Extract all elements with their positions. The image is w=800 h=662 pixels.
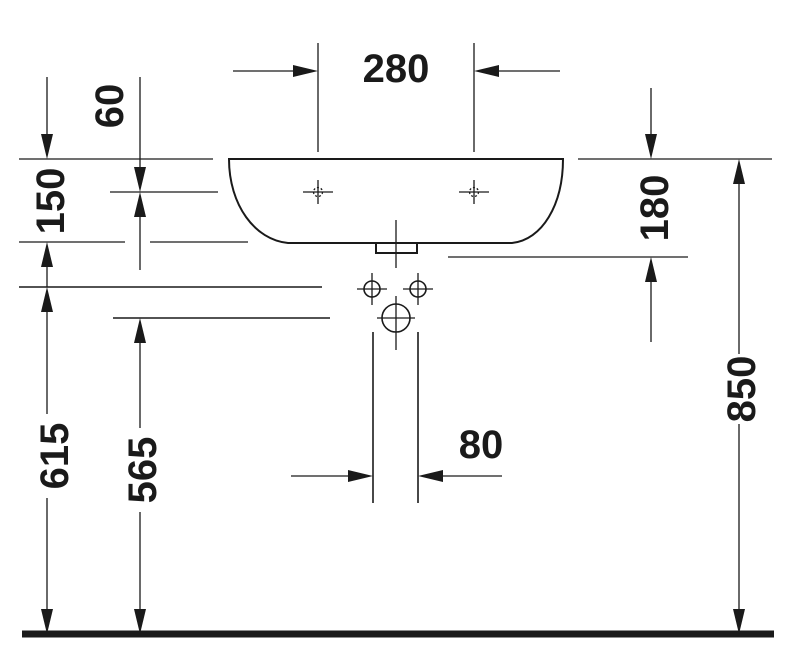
water-connections [357, 220, 433, 350]
water-supply-right [403, 273, 433, 305]
dim-label-615: 615 [33, 423, 77, 490]
dim-615-arrows [41, 287, 53, 634]
dim-label-80: 80 [459, 423, 504, 467]
dim-180-arrows [645, 88, 657, 342]
dim-80-arrows [291, 470, 502, 482]
dim-label-60: 60 [88, 84, 132, 129]
dim-label-280: 280 [363, 47, 430, 91]
tap-hole-right [459, 180, 489, 204]
dim-60-arrows [41, 77, 146, 192]
dim-label-565: 565 [121, 437, 165, 504]
tap-hole-left [303, 180, 333, 204]
dim-label-850: 850 [720, 356, 764, 423]
dim-150-arrows [41, 192, 146, 287]
dim-label-180: 180 [633, 175, 677, 242]
dim-565-arrows [134, 318, 146, 634]
waste-connection [377, 296, 415, 350]
water-supply-left [357, 273, 387, 305]
waste-pipe [372, 332, 419, 503]
dim-280-arrows [233, 65, 560, 77]
dim-850-arrows [733, 159, 745, 634]
extension-lines [19, 43, 772, 319]
dim-label-150: 150 [29, 168, 73, 235]
